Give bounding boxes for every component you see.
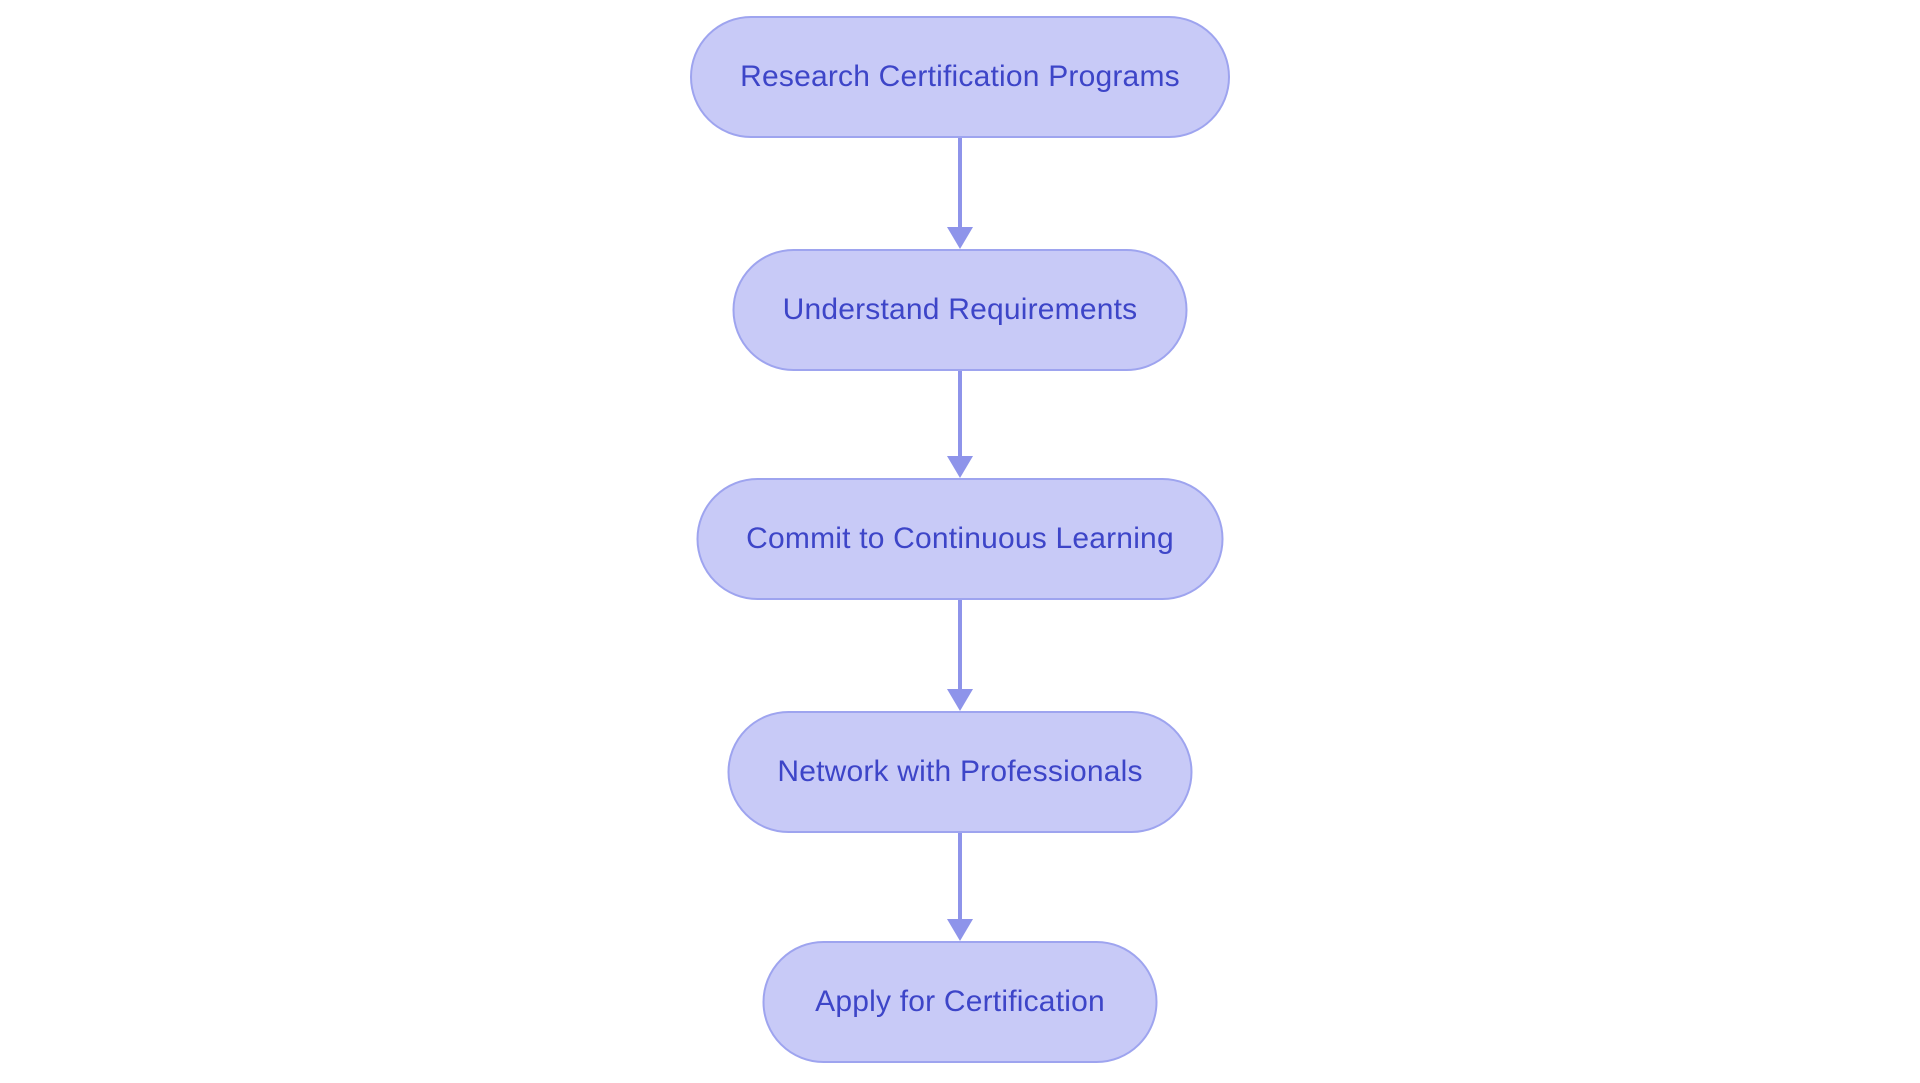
flow-node-research-certification-programs: Research Certification Programs: [690, 16, 1230, 138]
flow-node-apply-for-certification: Apply for Certification: [762, 941, 1158, 1063]
arrowhead-down-icon: [947, 227, 973, 249]
flow-node-network-with-professionals: Network with Professionals: [727, 711, 1193, 833]
arrow-line: [958, 371, 962, 456]
flow-node-label: Commit to Continuous Learning: [746, 522, 1174, 555]
flow-node-understand-requirements: Understand Requirements: [732, 249, 1188, 371]
arrow-line: [958, 138, 962, 227]
flow-arrow-2: [947, 371, 973, 478]
flow-arrow-3: [947, 600, 973, 711]
flow-node-label: Understand Requirements: [782, 293, 1138, 326]
arrowhead-down-icon: [947, 689, 973, 711]
arrow-line: [958, 600, 962, 689]
flow-node-label: Research Certification Programs: [740, 60, 1180, 93]
flow-arrow-1: [947, 138, 973, 249]
arrowhead-down-icon: [947, 919, 973, 941]
flow-arrow-4: [947, 833, 973, 941]
flow-node-commit-to-continuous-learning: Commit to Continuous Learning: [696, 478, 1224, 600]
flow-node-label: Network with Professionals: [777, 755, 1143, 788]
arrowhead-down-icon: [947, 456, 973, 478]
arrow-line: [958, 833, 962, 919]
flow-node-label: Apply for Certification: [815, 985, 1105, 1018]
